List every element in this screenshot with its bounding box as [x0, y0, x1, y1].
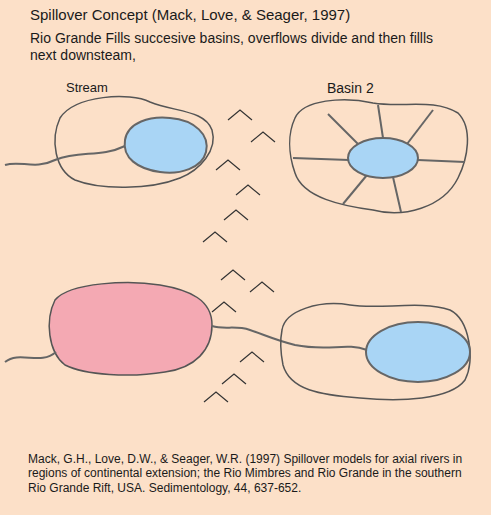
tributary-stream: [328, 114, 359, 145]
subtitle-note: Rio Grande Fills succesive basins, overf…: [30, 30, 442, 64]
basin-label: Basin 2: [327, 80, 478, 96]
stream: [5, 146, 125, 165]
mountain-chevron: [236, 185, 260, 195]
tributary-stream: [343, 175, 367, 204]
lake: [348, 138, 418, 178]
stream: [5, 146, 125, 165]
mountain-chevron: [240, 352, 264, 362]
mountain-chevron: [203, 110, 275, 402]
basin-outline: [290, 100, 468, 213]
basin-lower-right: [281, 304, 470, 400]
basin-outline: [283, 78, 478, 223]
basin-upper-left: [55, 97, 213, 188]
mountain-chevron: [212, 302, 236, 312]
stream: [5, 352, 56, 362]
mountain-chevron: [204, 392, 228, 402]
mountain-chevron: [228, 110, 252, 120]
lake: [366, 322, 470, 382]
tributary-stream: [378, 105, 383, 138]
tributary-stream: [393, 177, 401, 212]
mountain-chevron: [224, 210, 248, 220]
lake: [366, 322, 470, 382]
tributary-stream: [418, 160, 465, 162]
diagram-title: Spillover Concept (Mack, Love, & Seager,…: [30, 6, 350, 24]
filled-basin: [49, 283, 212, 375]
stream: [212, 326, 367, 350]
basin-lower-right: [281, 304, 470, 400]
mountain-chevron: [216, 160, 240, 170]
tributary-stream: [407, 110, 433, 144]
tributary-stream: [293, 158, 349, 160]
stream-label: Stream: [66, 80, 108, 96]
mountain-chevron: [203, 232, 227, 242]
mountain-chevron: [251, 132, 275, 142]
basin-upper-left: [55, 97, 213, 188]
mountain-chevron: [222, 374, 246, 384]
filled-basin: [49, 283, 212, 375]
mountain-chevron: [221, 270, 245, 280]
stream: [5, 326, 367, 362]
lake: [125, 118, 207, 173]
lake: [125, 118, 207, 173]
mountain-chevron: [250, 282, 274, 292]
basin-outline: Basin 2: [283, 78, 478, 223]
citation-caption: Mack, G.H., Love, D.W., & Seager, W.R. (…: [28, 452, 468, 495]
